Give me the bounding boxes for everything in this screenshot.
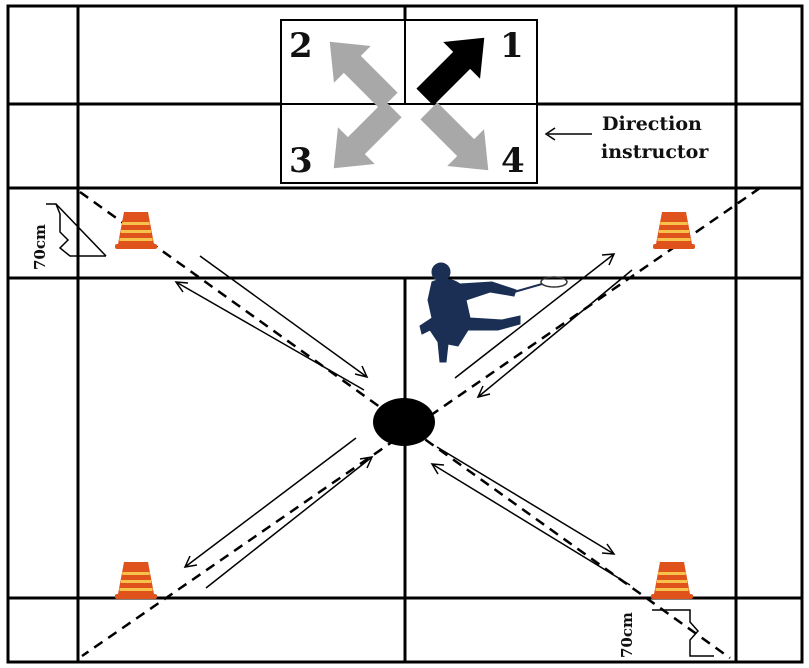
cone-bottom-left-icon (115, 562, 157, 599)
direction-arrow-2-icon (329, 41, 398, 110)
arrow-4-number: 4 (501, 141, 525, 181)
instructor-arrows (329, 37, 489, 171)
cone-bottom-right-icon (651, 562, 693, 599)
direction-instructor-box (280, 19, 538, 184)
cones (115, 212, 695, 599)
badminton-player-icon (419, 262, 568, 363)
distance-marker-top-left (46, 203, 107, 257)
center-marker (373, 398, 435, 446)
distance-label-bottom-right: 70cm (618, 612, 636, 658)
direction-arrow-4-icon (420, 102, 489, 171)
direction-arrow-3-icon (333, 100, 402, 169)
direction-instructor-label-line2: instructor (601, 141, 709, 163)
cone-top-right-icon (653, 212, 695, 249)
distance-marker-bottom-right (652, 609, 714, 657)
direction-instructor-label-line1: Direction (602, 113, 702, 135)
distance-label-top-left: 70cm (31, 224, 49, 270)
arrow-3-number: 3 (289, 141, 313, 181)
movement-arrows (174, 253, 633, 589)
arrow-2-number: 2 (289, 26, 313, 66)
arrow-1-number: 1 (500, 26, 524, 66)
direction-arrow-1-icon (416, 37, 485, 106)
cone-top-left-icon (115, 212, 157, 249)
label-pointer-head (544, 127, 556, 141)
